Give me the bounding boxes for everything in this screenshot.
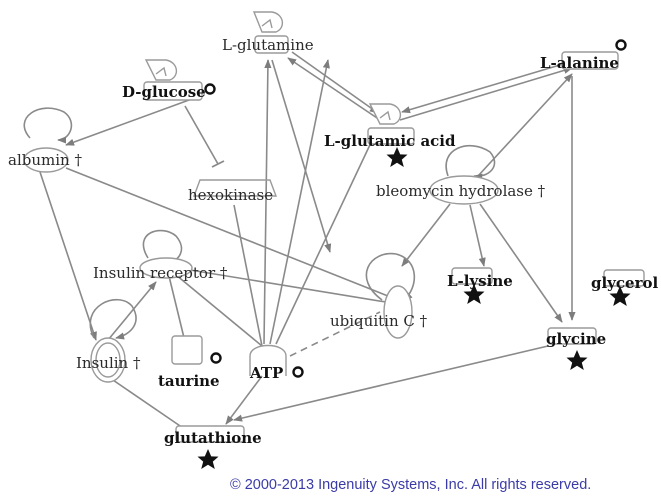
glycerol-label[interactable]: glycerol [591, 274, 658, 292]
edge-insulinreceptor-self [142, 229, 183, 266]
albumin-label[interactable]: albumin † [8, 151, 82, 169]
taurine-glyph [171, 335, 203, 365]
edge-atp-ubiquitin [289, 311, 381, 357]
glycine-label[interactable]: glycine [546, 330, 606, 348]
edge-glutamine-glutamicacid [291, 51, 379, 114]
edge-dglucose-hexokinase [184, 105, 219, 165]
l-alanine-label[interactable]: L-alanine [540, 54, 619, 72]
l-glutamine-glyph [252, 11, 289, 54]
glycine-glyph [547, 327, 597, 345]
edge-glutamicacid-glutamine [287, 57, 381, 121]
edge-bleomycin-ubiquitin [401, 203, 451, 267]
albumin-shape [23, 147, 69, 173]
l-glutamic-acid-label[interactable]: L-glutamic acid [324, 132, 456, 150]
edge-insulin-self [89, 298, 137, 340]
circle-markers [204, 39, 627, 378]
edge-bleomycin-alanine [477, 73, 573, 177]
d-glucose-label[interactable]: D-glucose [122, 83, 206, 101]
edge-insulin-insulinreceptor [107, 281, 157, 341]
edge-glutamine-ubiquitin [271, 59, 332, 253]
hexokinase-label[interactable]: hexokinase [188, 186, 273, 204]
glutathione-label[interactable]: glutathione [164, 429, 262, 447]
insulin-receptor-label[interactable]: Insulin receptor † [93, 264, 228, 282]
bleomycin-hydrolase-shape [429, 175, 499, 205]
glycine-star-icon [566, 350, 588, 370]
edge-insulinreceptor-ubiquitin [189, 269, 399, 305]
edge-atp-glutamicacid [269, 59, 330, 345]
edge-insulin-glutathione [109, 377, 187, 431]
copyright-notice: © 2000-2013 Ingenuity Systems, Inc. All … [230, 477, 592, 493]
edge-atp-glutamine [263, 59, 272, 345]
taurine-circle-icon [210, 352, 222, 364]
edge-glycine-glutathione [233, 345, 549, 422]
edge-bleomycin-glycine [479, 203, 563, 323]
glycerol-star-icon [609, 286, 631, 306]
taurine-label[interactable]: taurine [158, 372, 220, 390]
l-glutamic-acid-glyph [367, 103, 415, 145]
edge-albumin-self [23, 107, 73, 144]
edge-hexokinase-atp [233, 204, 263, 347]
edge-atp-glutamicacid-2 [275, 131, 377, 345]
insulin-label[interactable]: Insulin † [76, 354, 141, 372]
edge-dglucose-albumin [65, 95, 201, 146]
edge-bleomycin-self [445, 144, 496, 181]
star-markers [197, 147, 631, 469]
edge-atp-insulinreceptor [169, 269, 263, 347]
glycerol-glyph [603, 269, 645, 287]
l-glutamine-label[interactable]: L-glutamine [222, 36, 314, 54]
edge-glutamicacid-alanine [399, 66, 573, 121]
edge-bleomycin-lysine [469, 204, 486, 267]
insulin-receptor-shape [139, 257, 193, 279]
edge-alanine-glutamicacid [401, 61, 571, 114]
edges [23, 51, 576, 431]
glutathione-star-icon [197, 449, 219, 469]
l-lysine-star-icon [463, 284, 485, 304]
edge-atp-glutathione [225, 375, 263, 425]
node-shapes [23, 11, 645, 443]
l-lysine-label[interactable]: L-lysine [447, 272, 513, 290]
d-glucose-circle-icon [204, 83, 216, 95]
edge-taurine-insulinreceptor [167, 271, 187, 347]
atp-glyph [249, 344, 287, 376]
ubiquitin-c-label[interactable]: ubiquitin C † [330, 312, 428, 330]
glutathione-glyph [175, 425, 245, 443]
l-glutamic-acid-star-icon [386, 147, 408, 167]
edge-ubiquitin-self [365, 252, 416, 301]
atp-circle-icon [292, 366, 304, 378]
bleomycin-hydrolase-label[interactable]: bleomycin hydrolase † [376, 182, 546, 200]
edge-albumin-insulin [39, 171, 97, 341]
l-alanine-circle-icon [615, 39, 627, 51]
node-labels: L-glutamine D-glucose L-alanine L-glutam… [8, 36, 658, 447]
hexokinase-shape [192, 179, 278, 197]
l-alanine-glyph [561, 51, 619, 70]
l-lysine-glyph [451, 267, 493, 285]
d-glucose-glyph [143, 59, 203, 101]
ubiquitin-c-shape [383, 285, 413, 339]
atp-label[interactable]: ATP [249, 364, 283, 382]
edge-albumin-ubiquitin [65, 167, 399, 301]
